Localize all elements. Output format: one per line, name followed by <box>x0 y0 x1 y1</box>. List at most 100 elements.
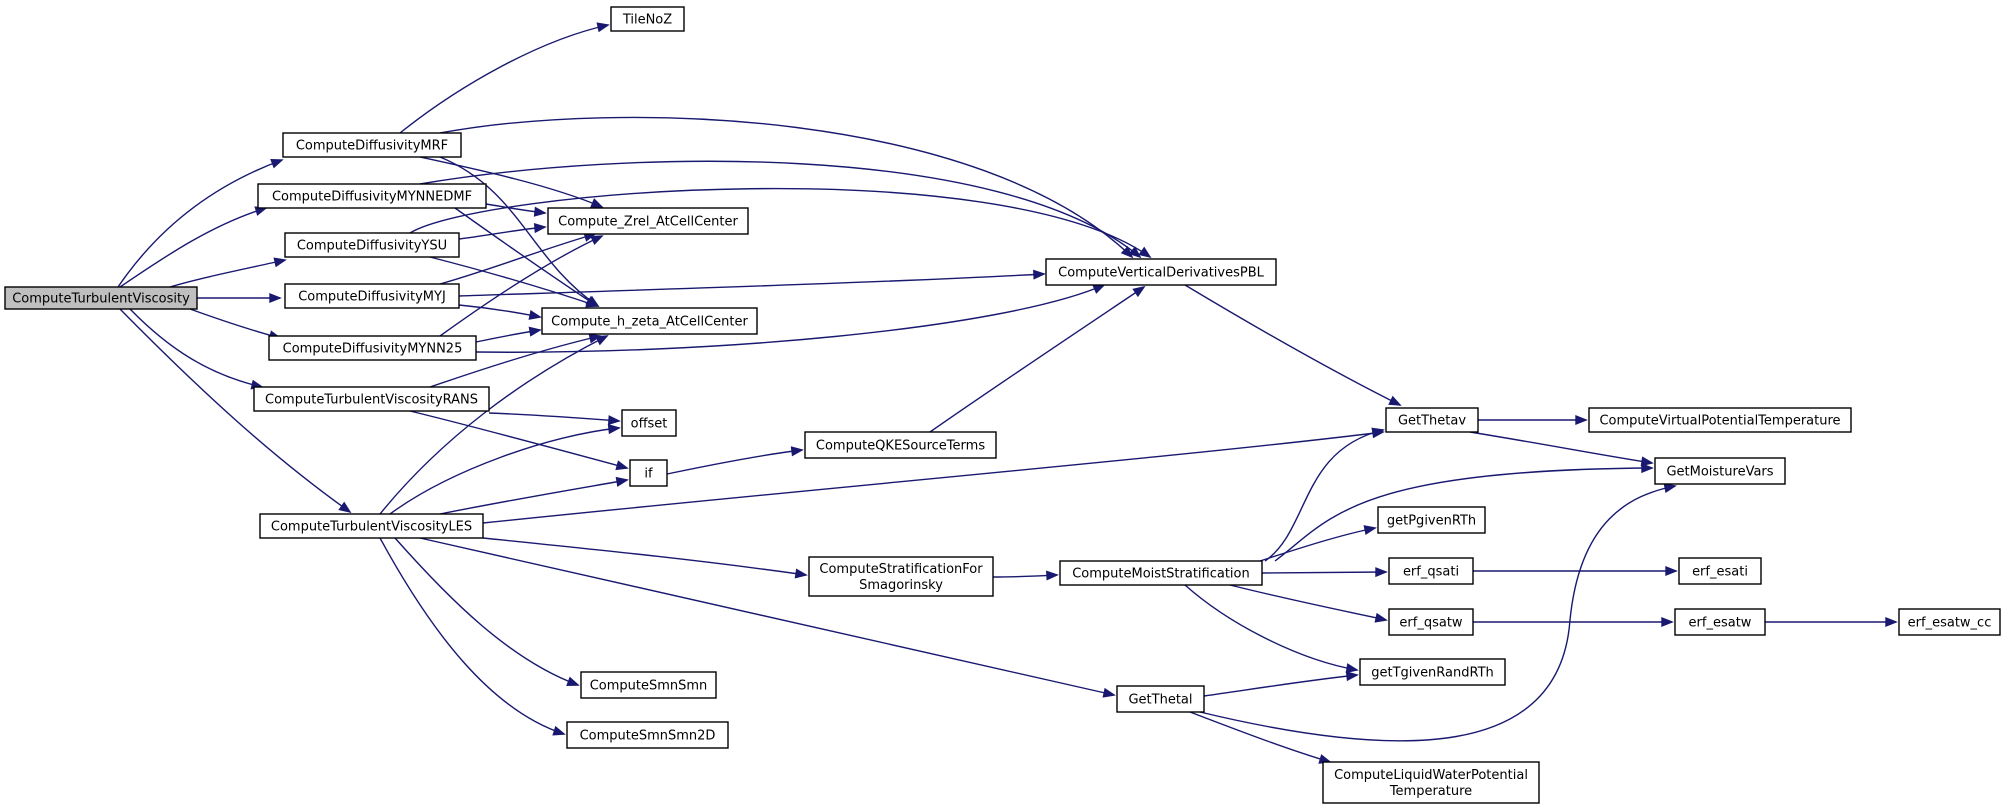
node-box[interactable] <box>284 283 460 309</box>
node-esatwcc[interactable]: erf_esatw_cc <box>1898 608 2001 636</box>
node-box[interactable] <box>1322 761 1540 804</box>
node-getthetal[interactable]: GetThetal <box>1116 685 1205 713</box>
edge-les-to-if <box>439 476 629 515</box>
node-label: Temperature <box>1389 784 1472 799</box>
arrowhead-icon <box>794 568 808 579</box>
edge-getthetav-to-moistvars <box>1469 431 1654 467</box>
node-if[interactable]: if <box>629 459 668 487</box>
node-mynn25[interactable]: ComputeDiffusivityMYNN25 <box>268 335 477 361</box>
edge-line <box>458 304 541 318</box>
node-label: ComputeDiffusivityMYNN25 <box>283 342 463 357</box>
node-label: GetThetal <box>1128 693 1192 708</box>
node-box[interactable] <box>1898 608 2001 636</box>
node-box[interactable] <box>547 207 749 235</box>
node-box[interactable] <box>541 307 758 335</box>
node-hzeta[interactable]: Compute_h_zeta_AtCellCenter <box>541 307 758 335</box>
node-box[interactable] <box>1674 608 1766 636</box>
node-esati[interactable]: erf_esati <box>1678 557 1762 585</box>
arrowhead-icon <box>596 22 610 33</box>
node-smnsmn2d[interactable]: ComputeSmnSmn2D <box>566 721 729 749</box>
node-box[interactable] <box>1678 557 1762 585</box>
node-box[interactable] <box>268 335 477 361</box>
arrowhead-icon <box>528 326 542 337</box>
arrowhead-icon <box>607 415 621 426</box>
edge-mynn25-to-hzeta <box>475 326 542 343</box>
node-box[interactable] <box>1045 258 1277 286</box>
node-moist[interactable]: ComputeMoistStratification <box>1059 560 1263 586</box>
node-box[interactable] <box>1388 557 1474 585</box>
node-box[interactable] <box>610 6 685 32</box>
arrowhead-icon <box>270 158 284 169</box>
node-mynnedmf[interactable]: ComputeDiffusivityMYNNEDMF <box>257 183 487 209</box>
node-qke[interactable]: ComputeQKESourceTerms <box>804 431 997 459</box>
node-offset[interactable]: offset <box>621 409 677 437</box>
node-box[interactable] <box>253 386 490 412</box>
node-box[interactable] <box>566 721 729 749</box>
edge-line <box>1259 527 1376 562</box>
node-box[interactable] <box>257 183 487 209</box>
edge-les-to-offset <box>389 424 621 515</box>
node-myj[interactable]: ComputeDiffusivityMYJ <box>284 283 460 309</box>
edge-root-to-les <box>119 308 352 514</box>
node-box[interactable] <box>1654 457 1786 485</box>
arrowhead-icon <box>1345 663 1359 674</box>
node-getpgiven[interactable]: getPgivenRTh <box>1377 506 1486 534</box>
nodes: ComputeTurbulentViscosity TileNoZ ComputeD… <box>4 6 2001 804</box>
node-moistvars[interactable]: GetMoistureVars <box>1654 457 1786 485</box>
node-box[interactable] <box>284 232 460 258</box>
node-smnsmn[interactable]: ComputeSmnSmn <box>580 671 717 699</box>
node-qsatw[interactable]: erf_qsatw <box>1388 608 1474 636</box>
node-qsati[interactable]: erf_qsati <box>1388 557 1474 585</box>
node-box[interactable] <box>804 431 997 459</box>
node-box[interactable] <box>1116 685 1205 713</box>
node-esatw[interactable]: erf_esatw <box>1674 608 1766 636</box>
node-vdpbl[interactable]: ComputeVerticalDerivativesPBL <box>1045 258 1277 286</box>
edge-moist-to-moistvars <box>1274 463 1654 562</box>
edge-line <box>439 479 628 515</box>
edge-root-to-rans <box>129 308 264 390</box>
node-box[interactable] <box>1059 560 1263 586</box>
node-label: Smagorinsky <box>859 578 943 593</box>
edge-root-to-ysu <box>169 257 287 288</box>
node-box[interactable] <box>808 556 994 597</box>
edge-root-to-mynnedmf <box>119 206 268 288</box>
edge-mynn25-to-zrel <box>439 235 604 337</box>
node-label: erf_qsatw <box>1399 616 1463 631</box>
node-label: offset <box>631 417 668 432</box>
node-box[interactable] <box>1388 608 1474 636</box>
node-box[interactable] <box>621 409 677 437</box>
node-tilenoz[interactable]: TileNoZ <box>610 6 685 32</box>
node-les[interactable]: ComputeTurbulentViscosityLES <box>259 513 484 539</box>
node-box[interactable] <box>1385 407 1479 433</box>
arrowhead-icon <box>1375 567 1388 578</box>
node-label: TileNoZ <box>622 13 672 28</box>
edge-ysu-to-hzeta <box>429 256 599 308</box>
node-box[interactable] <box>580 671 717 699</box>
node-box[interactable] <box>1359 658 1506 686</box>
arrowhead-icon <box>528 309 542 320</box>
edges <box>117 22 1898 764</box>
edge-line <box>666 449 803 475</box>
arrowhead-icon <box>1138 246 1152 259</box>
node-ysu[interactable]: ComputeDiffusivityYSU <box>284 232 460 258</box>
node-tgiven[interactable]: getTgivenRandRTh <box>1359 658 1506 686</box>
node-getthetav[interactable]: GetThetav <box>1385 407 1479 433</box>
edge-getthetal-to-lwpt <box>1189 711 1332 764</box>
node-box[interactable] <box>4 286 198 310</box>
node-vpt[interactable]: ComputeVirtualPotentialTemperature <box>1588 407 1852 433</box>
arrowhead-icon <box>1575 414 1588 426</box>
arrowhead-icon <box>1363 525 1377 536</box>
node-mrf[interactable]: ComputeDiffusivityMRF <box>282 132 462 158</box>
node-box[interactable] <box>1588 407 1852 433</box>
node-box[interactable] <box>282 132 462 158</box>
node-box[interactable] <box>259 513 484 539</box>
node-rans[interactable]: ComputeTurbulentViscosityRANS <box>253 386 490 412</box>
node-box[interactable] <box>1377 506 1486 534</box>
node-zrel[interactable]: Compute_Zrel_AtCellCenter <box>547 207 749 235</box>
edge-line <box>929 286 1145 433</box>
node-box[interactable] <box>629 459 668 487</box>
node-root[interactable]: ComputeTurbulentViscosity <box>4 286 198 310</box>
